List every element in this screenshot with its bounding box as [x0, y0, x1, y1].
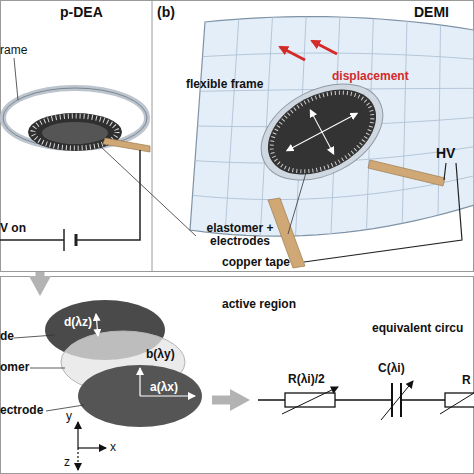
panel-subheading: DEMI	[414, 5, 449, 20]
axis	[77, 448, 78, 470]
membrane-spokes	[258, 77, 385, 188]
layer-label: ectrode	[0, 404, 43, 417]
panel-b: (b) DEMI	[152, 0, 474, 272]
panel-heading: p-DEA	[60, 5, 103, 20]
panel-heading: equivalent circu	[372, 322, 463, 335]
component-label: R(λi)/2	[288, 373, 325, 386]
frame-grid	[203, 53, 474, 59]
flexible-frame	[190, 17, 474, 237]
leader-line	[14, 335, 55, 338]
voltage-label: V on	[0, 222, 26, 235]
panel-divider	[152, 0, 153, 272]
axis	[77, 422, 78, 448]
panel-heading: active region	[222, 298, 296, 311]
leader-line	[30, 368, 65, 369]
displacement-arrow	[280, 47, 305, 60]
layer-label: de	[0, 330, 14, 343]
capacitor-symbol	[400, 383, 402, 417]
strain-arrow	[310, 110, 333, 154]
dimension-arrow	[140, 395, 195, 396]
dimension-arrow	[96, 314, 98, 336]
frame-sheet	[190, 17, 474, 237]
voltage-label: HV	[436, 146, 455, 161]
membrane	[28, 113, 122, 151]
part-label: copper tape	[222, 256, 290, 269]
axis-label: y	[66, 410, 72, 423]
battery-symbol	[63, 229, 65, 251]
component-label: C(λi)	[378, 362, 405, 375]
part-label: rame	[0, 44, 27, 57]
variable-arrow	[282, 387, 338, 414]
axis-label: x	[110, 441, 116, 454]
leader-line	[46, 405, 84, 411]
component-label: R	[462, 374, 471, 387]
part-label: elastomer + electrodes	[190, 222, 290, 248]
wire	[304, 163, 462, 262]
electrode-layer	[78, 365, 202, 427]
axis-label: z	[64, 456, 70, 469]
dimension-arrow	[139, 368, 140, 396]
dimension-label: b(λy)	[146, 348, 175, 361]
circuit-panel: equivalent circu	[250, 296, 474, 474]
membrane-group	[245, 64, 399, 199]
dimension-label: a(λx)	[150, 381, 178, 394]
axis	[78, 447, 106, 448]
block-arrow	[36, 272, 45, 276]
membrane	[253, 72, 390, 192]
dimension-label: d(λz)	[64, 316, 92, 329]
frame-opening	[245, 64, 399, 199]
leader-line	[288, 166, 308, 234]
variable-arrow	[440, 393, 474, 414]
copper-tape	[368, 160, 445, 186]
leader-line	[14, 58, 18, 100]
variable-arrow	[381, 381, 413, 420]
part-label: flexible frame	[186, 78, 263, 91]
capacitor-symbol	[391, 383, 393, 417]
layer-label: omer	[0, 361, 29, 374]
motion-label: displacement	[332, 70, 409, 83]
copper-tape	[103, 138, 150, 152]
active-region-panel: active region	[0, 296, 212, 474]
panel-heading: (b)	[157, 5, 175, 20]
displacement-arrow	[312, 41, 337, 54]
block-arrow	[212, 396, 230, 405]
panel-border	[1, 277, 474, 474]
leader-line	[100, 146, 196, 236]
panel-border	[1, 1, 474, 272]
battery-symbol	[75, 234, 78, 246]
electrode	[42, 122, 108, 144]
